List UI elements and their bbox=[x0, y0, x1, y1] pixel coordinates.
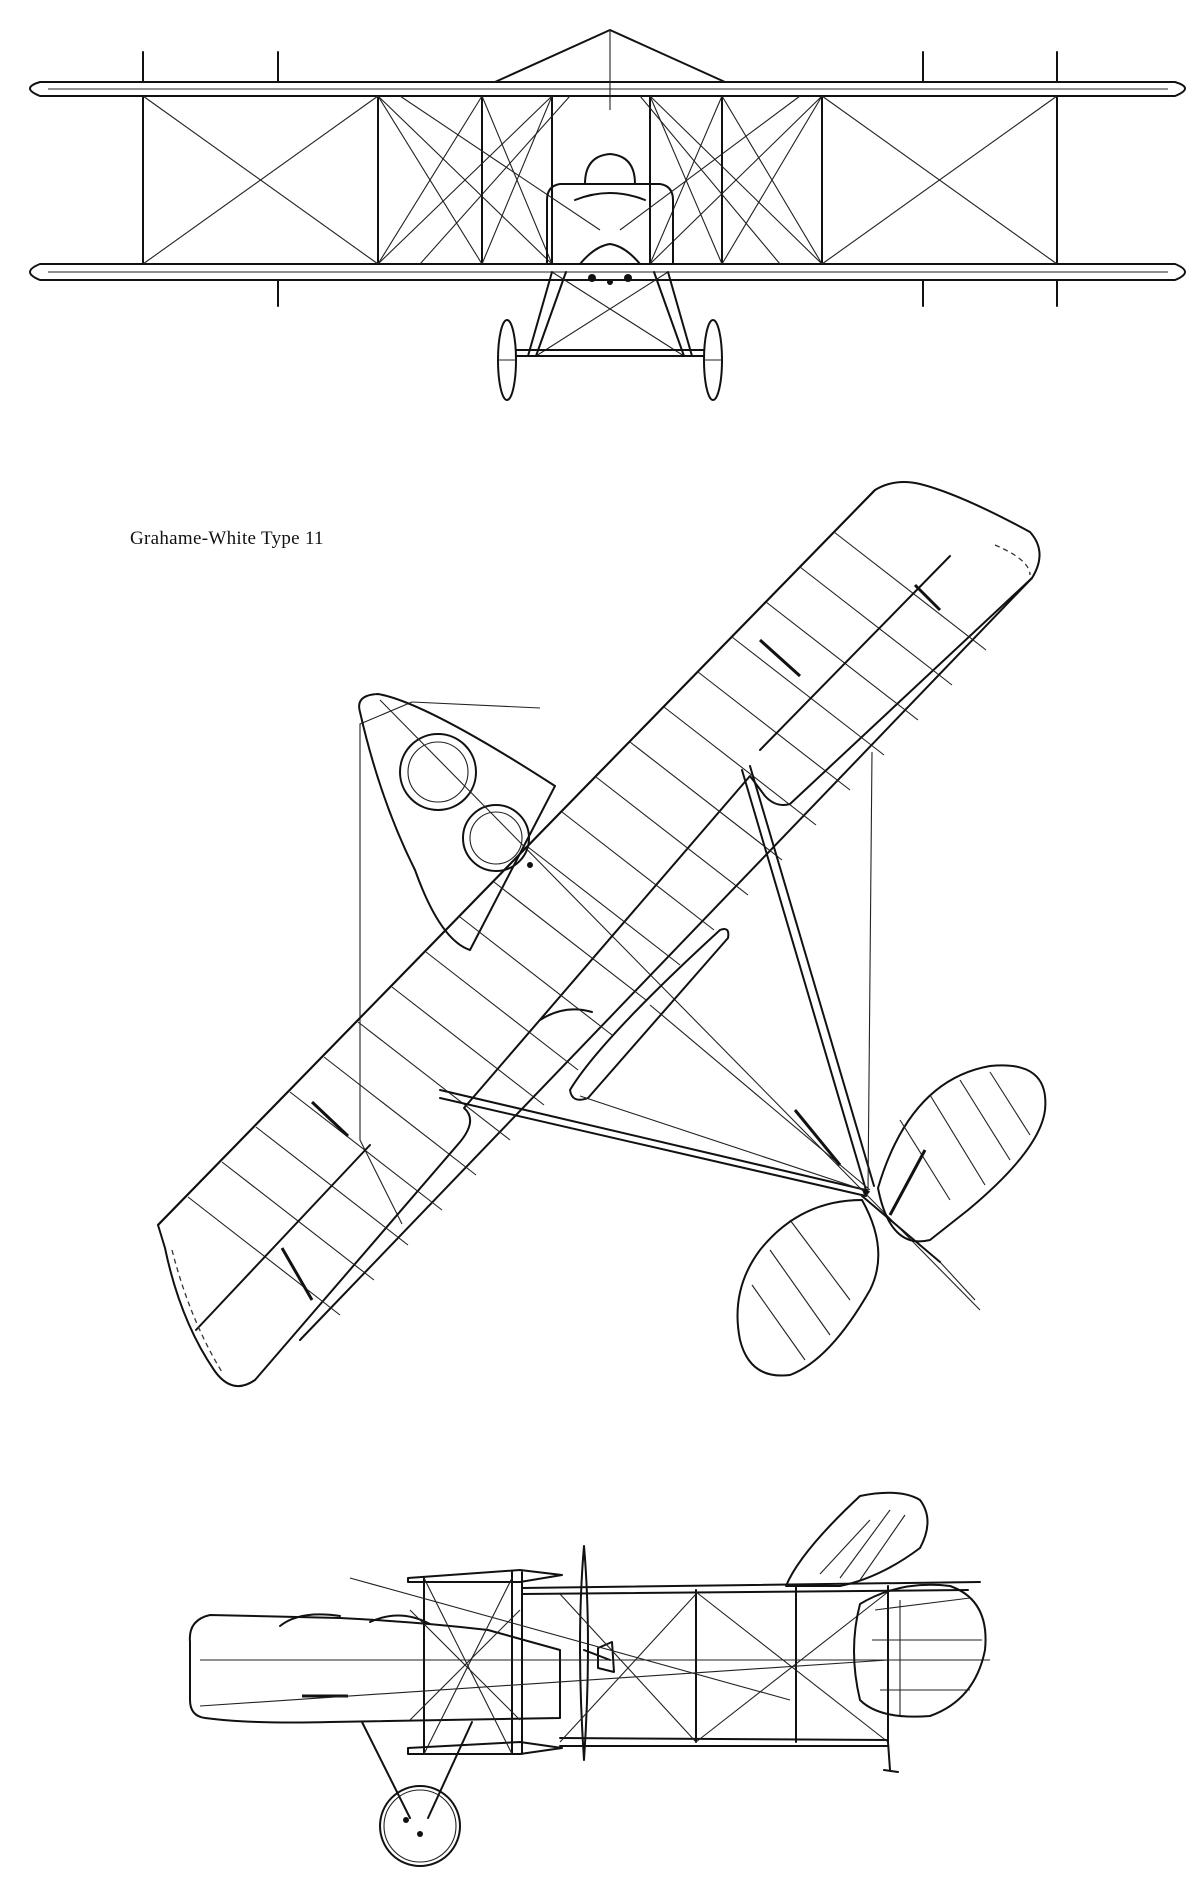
plan-view bbox=[157, 481, 1047, 1388]
front-view bbox=[29, 29, 1186, 401]
side-view bbox=[188, 1491, 990, 1867]
drawing-caption: Grahame-White Type 11 bbox=[130, 528, 324, 549]
